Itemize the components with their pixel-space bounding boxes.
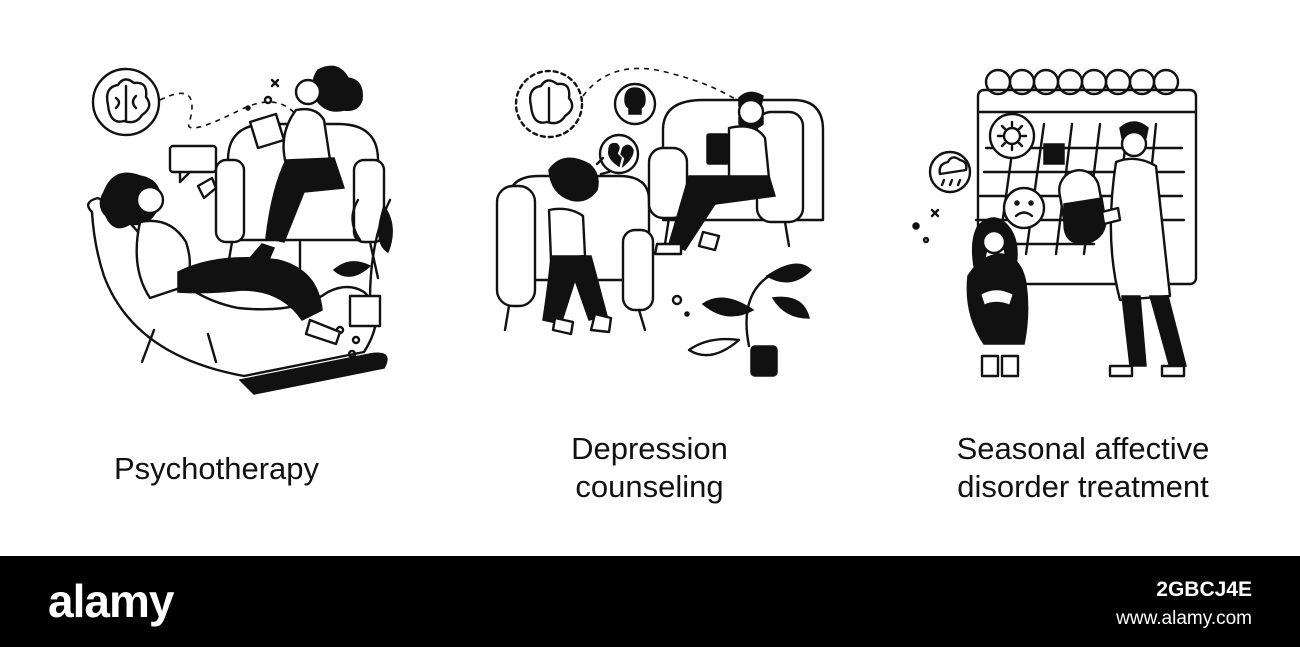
caption-line-1: Seasonal affective	[956, 431, 1210, 466]
therapist-figure	[248, 65, 363, 263]
counselor-figure	[653, 91, 776, 256]
psychotherapy-illustration	[86, 65, 393, 395]
panel-depression-counseling: Depression counseling	[433, 0, 866, 556]
caption-line-1: Depression	[571, 431, 728, 466]
alamy-logo: alamy	[48, 575, 174, 627]
plant-icon	[332, 198, 393, 328]
sad-woman-figure	[966, 217, 1029, 378]
sun-icon	[988, 112, 1036, 160]
brain-icon	[91, 67, 161, 137]
caption-line-2: counseling	[575, 469, 724, 504]
speech-bubble-icon	[168, 144, 218, 184]
armchair	[214, 122, 386, 280]
caption-line-2: disorder treatment	[957, 469, 1209, 504]
doctor-figure	[1058, 121, 1187, 378]
panel-psychotherapy: Psychotherapy	[0, 0, 433, 556]
caption-line-1: Psychotherapy	[113, 451, 320, 486]
skull-icon	[613, 82, 657, 126]
rain-cloud-icon	[928, 150, 972, 194]
pill-capsule-icon	[1058, 169, 1107, 245]
plant-icon	[671, 263, 813, 377]
seasonal-affective-disorder-illustration	[912, 68, 1198, 378]
site-url: www.alamy.com	[1116, 608, 1252, 629]
broken-heart-icon	[598, 133, 640, 175]
brain-icon	[514, 69, 584, 139]
watermark-footer: alamy 2GBCJ4E www.alamy.com	[0, 556, 1300, 647]
sad-face-icon	[1002, 186, 1046, 230]
panel-seasonal-affective-disorder: Seasonal affective disorder treatment	[866, 0, 1300, 556]
depression-counseling-illustration	[495, 67, 825, 377]
depressed-woman-figure	[542, 156, 613, 336]
patient-figure	[99, 172, 342, 346]
image-id: 2GBCJ4E	[1156, 578, 1252, 601]
